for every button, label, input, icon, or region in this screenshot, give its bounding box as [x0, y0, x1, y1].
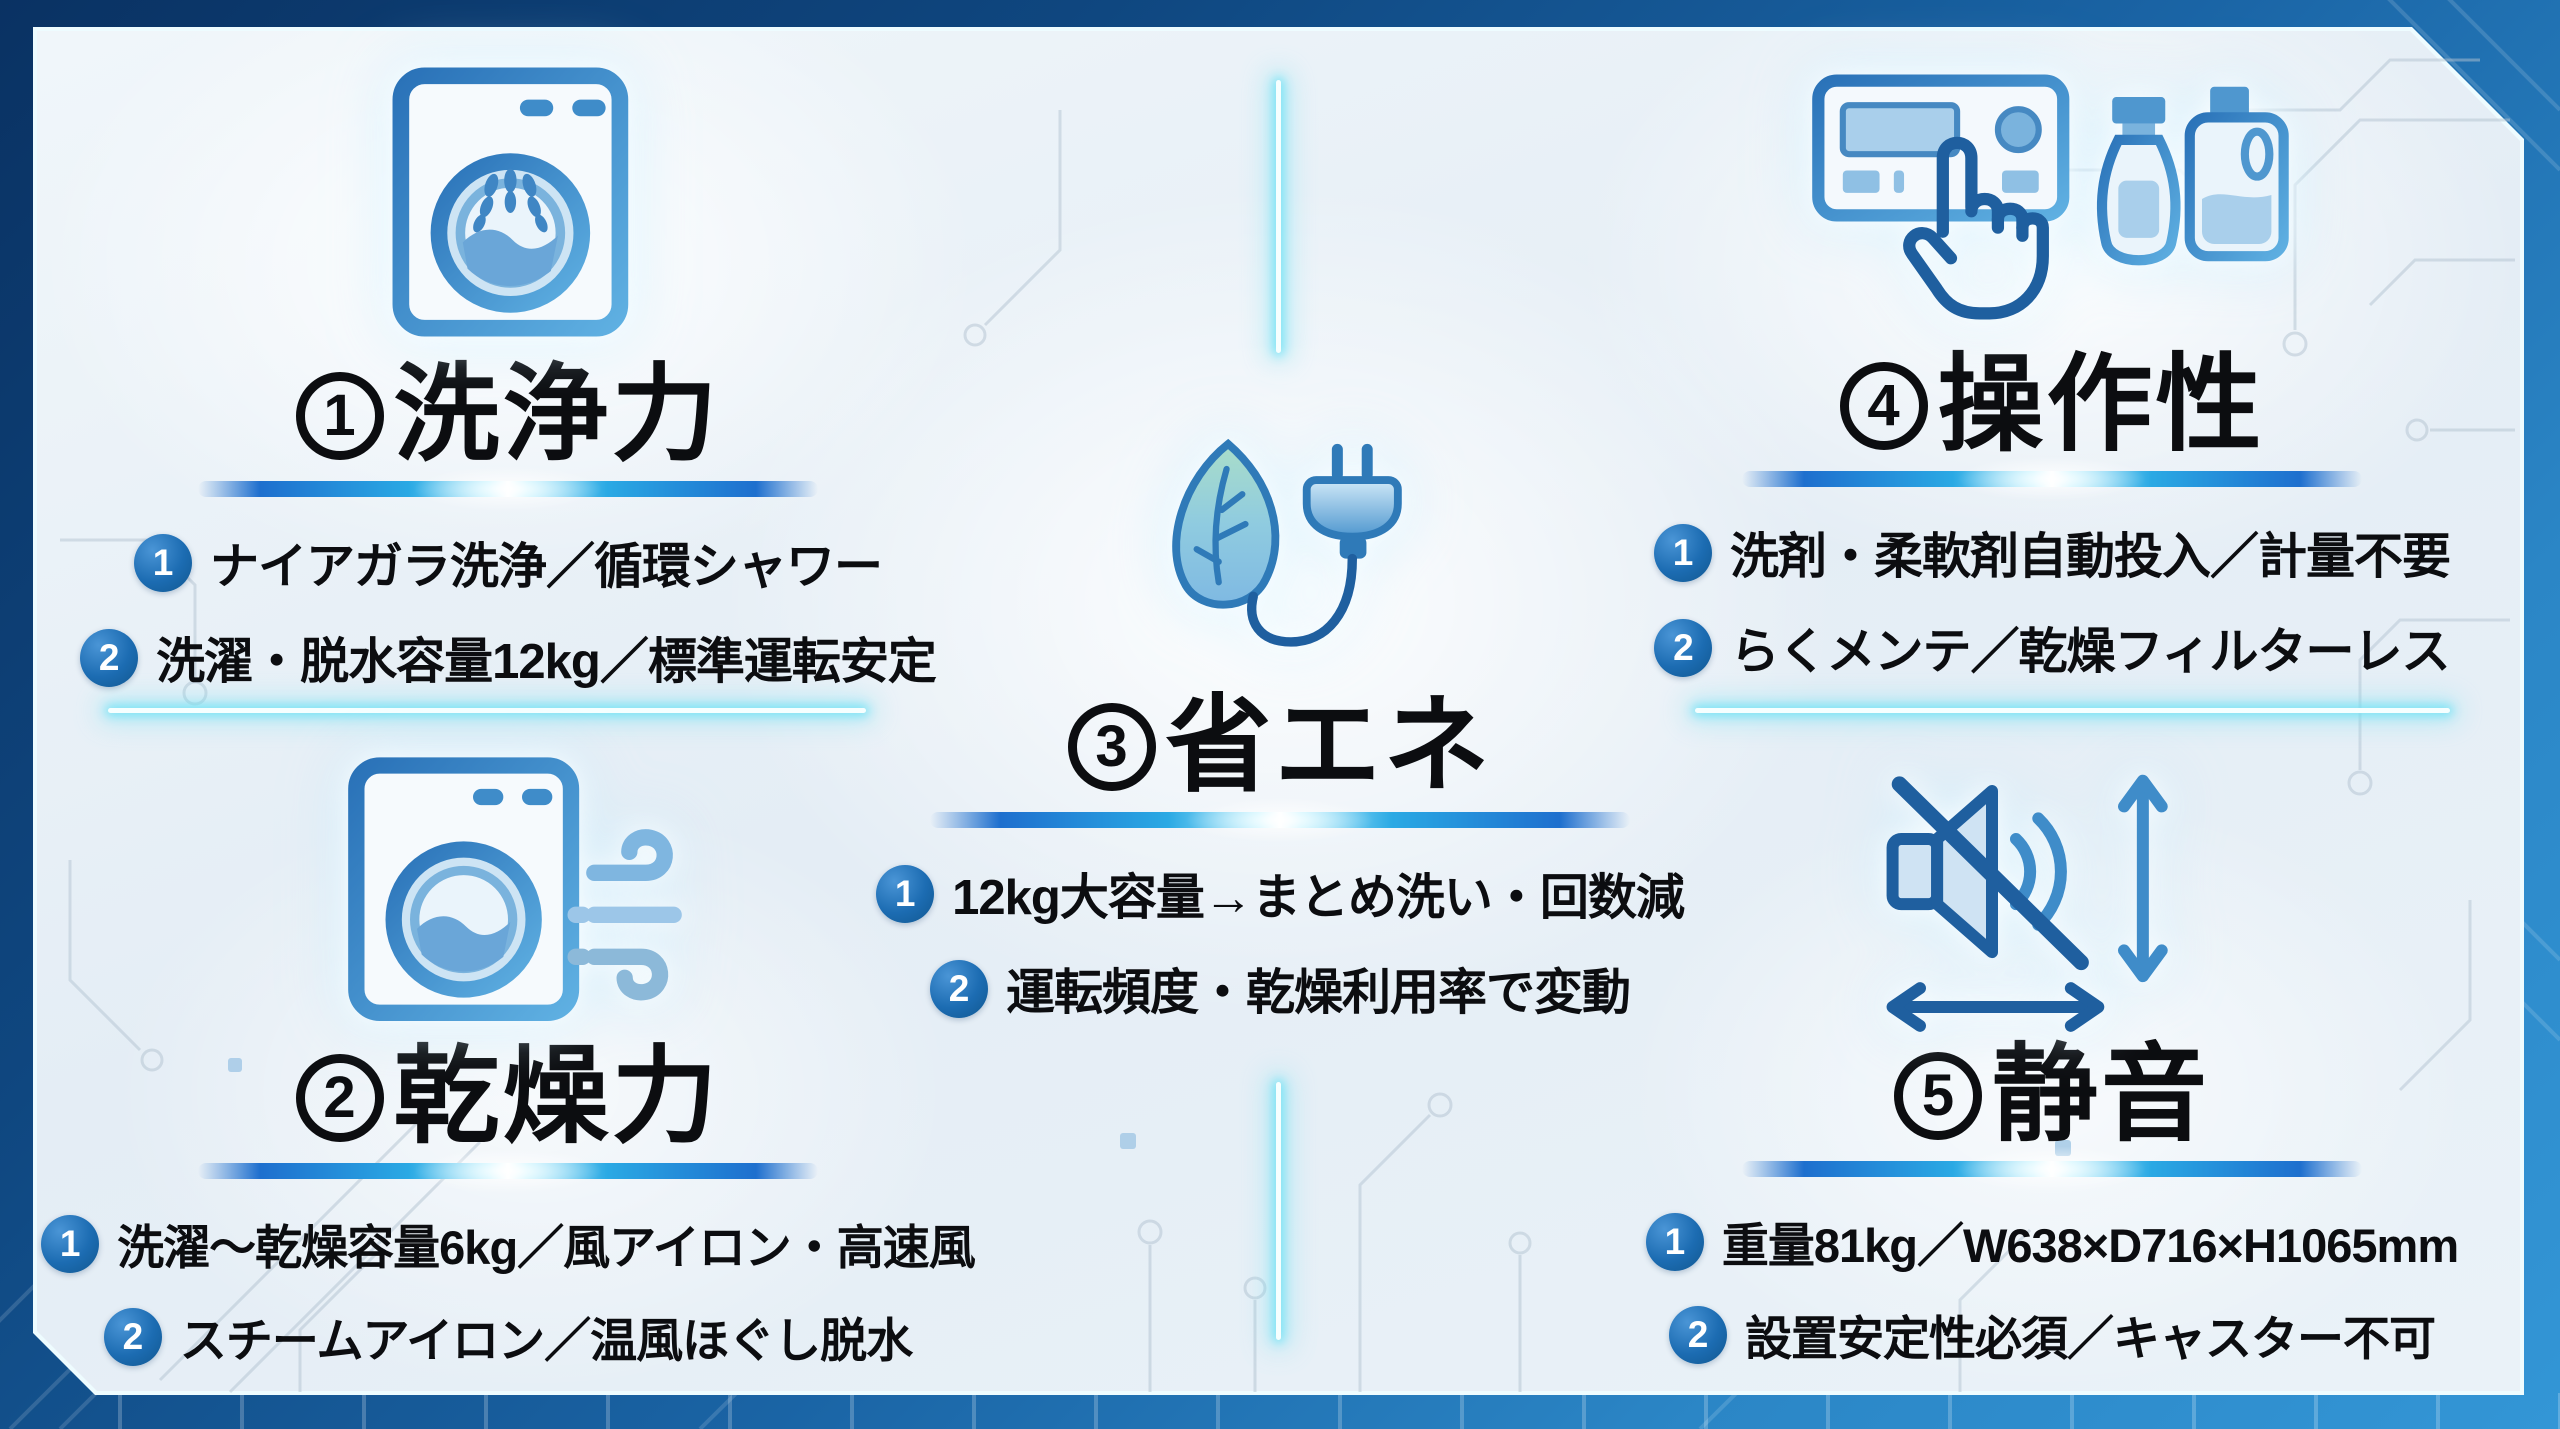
feature-item: 1 ナイアガラ洗浄／循環シャワー [133, 527, 883, 598]
section-title-text: 洗浄力 [393, 356, 721, 474]
feature-item: 2 運転頻度・乾燥利用率で変動 [929, 953, 1631, 1024]
section-number-circle: 3 [1067, 702, 1156, 791]
glow-divider-vertical-top [1276, 80, 1281, 353]
glow-divider-vertical-bottom [1276, 1082, 1281, 1340]
feature-list: 1 洗剤・柔軟剤自動投入／計量不要 2 らくメンテ／乾燥フィルターレス [1653, 517, 2451, 683]
item-number-badge: 2 [1654, 618, 1713, 677]
mute-speaker-icon [1872, 742, 2232, 1032]
section-drying-power: 2 乾燥力 1 洗濯〜乾燥容量6kg／風アイロン・高速風 2 スチームアイロン／… [28, 742, 988, 1371]
item-number-badge: 2 [80, 628, 139, 687]
feature-list: 1 重量81kg／W638×D716×H1065mm 2 設置安定性必須／キャス… [1645, 1207, 2459, 1369]
feature-item: 1 洗剤・柔軟剤自動投入／計量不要 [1653, 517, 2451, 588]
title-glow-underline [1742, 1161, 2362, 1178]
section-title: 4 操作性 [1839, 346, 2265, 464]
control-panel-icon [1802, 52, 2302, 342]
section-washing-power: 1 洗浄力 1 ナイアガラ洗浄／循環シャワー 2 洗濯・脱水容量12kg／標準運… [28, 52, 988, 693]
feature-item: 2 設置安定性必須／キャスター不可 [1669, 1300, 2436, 1369]
feature-item: 2 らくメンテ／乾燥フィルターレス [1654, 612, 2451, 683]
item-number-badge: 2 [1669, 1305, 1727, 1364]
section-title-text: 乾燥力 [393, 1038, 721, 1156]
section-title-text: 操作性 [1937, 346, 2265, 464]
feature-list: 1 12kg大容量→まとめ洗い・回数減 2 運転頻度・乾燥利用率で変動 [876, 858, 1685, 1024]
section-number-circle: 2 [295, 1053, 384, 1142]
item-number-badge: 2 [929, 959, 988, 1018]
frame-bottom-ticks [0, 1393, 2560, 1429]
feature-list: 1 洗濯〜乾燥容量6kg／風アイロン・高速風 2 スチームアイロン／温風ほぐし脱… [41, 1209, 976, 1371]
feature-item: 2 洗濯・脱水容量12kg／標準運転安定 [80, 622, 937, 693]
section-title: 5 静音 [1894, 1036, 2210, 1154]
washing-machine-icon [353, 52, 663, 352]
item-number-badge: 1 [876, 864, 935, 923]
section-number-circle: 1 [295, 371, 384, 460]
section-title: 3 省エネ [1067, 687, 1493, 805]
feature-item: 1 12kg大容量→まとめ洗い・回数減 [876, 858, 1685, 929]
section-title: 2 乾燥力 [295, 1038, 721, 1156]
section-energy-saving: 3 省エネ 1 12kg大容量→まとめ洗い・回数減 2 運転頻度・乾燥利用率で変… [800, 428, 1760, 1024]
dryer-icon [333, 742, 683, 1034]
title-glow-underline [1742, 471, 2362, 488]
glow-divider-horizontal-right [1695, 708, 2450, 713]
section-title-text: 静音 [1992, 1036, 2210, 1154]
leaf-plug-icon [1115, 428, 1445, 683]
title-glow-underline [198, 481, 818, 498]
item-number-badge: 1 [41, 1214, 100, 1273]
section-usability: 4 操作性 1 洗剤・柔軟剤自動投入／計量不要 2 らくメンテ／乾燥フィルターレ… [1572, 52, 2532, 683]
item-number-badge: 1 [1653, 523, 1712, 582]
section-number-circle: 5 [1894, 1051, 1982, 1140]
section-title: 1 洗浄力 [295, 356, 721, 474]
item-number-badge: 1 [133, 533, 192, 592]
feature-item: 2 スチームアイロン／温風ほぐし脱水 [103, 1302, 913, 1371]
section-number-circle: 4 [1839, 361, 1928, 450]
title-glow-underline [930, 812, 1630, 829]
feature-item: 1 重量81kg／W638×D716×H1065mm [1645, 1207, 2459, 1276]
section-quietness: 5 静音 1 重量81kg／W638×D716×H1065mm 2 設置安定性必… [1572, 742, 2532, 1369]
item-number-badge: 2 [103, 1307, 162, 1366]
glow-divider-horizontal-left [108, 708, 866, 713]
title-glow-underline [198, 1163, 818, 1180]
feature-item: 1 洗濯〜乾燥容量6kg／風アイロン・高速風 [41, 1209, 976, 1278]
section-title-text: 省エネ [1165, 687, 1493, 805]
item-number-badge: 1 [1645, 1212, 1704, 1271]
feature-list: 1 ナイアガラ洗浄／循環シャワー 2 洗濯・脱水容量12kg／標準運転安定 [80, 527, 937, 693]
